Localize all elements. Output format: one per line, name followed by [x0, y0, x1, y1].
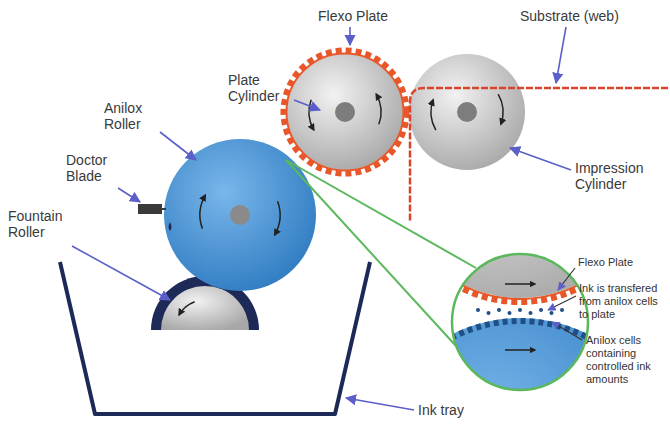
rotation-arrow	[200, 195, 205, 229]
doctor-blade	[138, 204, 162, 214]
leader-arrow	[72, 246, 170, 300]
leader-arrow	[510, 148, 571, 170]
zoom-detail	[373, 321, 667, 424]
plate-cylinder	[287, 54, 404, 171]
rotation-arrow	[431, 100, 436, 130]
zoom-leader	[286, 160, 456, 346]
detail-label: Flexo Plate	[578, 256, 633, 269]
anilox-roller	[164, 139, 316, 291]
zoom-detail	[370, 38, 670, 424]
ink-dot	[560, 308, 564, 312]
zoom-detail	[370, 318, 670, 424]
rotation-arrow	[498, 94, 503, 124]
part-label: Substrate (web)	[520, 8, 619, 24]
leader-arrow	[349, 27, 351, 45]
leader-arrow	[552, 322, 582, 340]
anilox-roller	[164, 139, 316, 291]
plate-cylinder	[335, 102, 355, 122]
ink-dot	[550, 311, 554, 315]
part-label: Flexo Plate	[318, 8, 388, 24]
rotation-arrow	[179, 302, 195, 315]
leader-arrow	[72, 27, 582, 410]
leader-arrow	[118, 188, 140, 202]
doctor-blade	[138, 204, 172, 231]
impression-cylinder	[457, 102, 477, 122]
rotation-arrow	[309, 100, 314, 130]
part-label: Fountain Roller	[8, 208, 78, 240]
zoom-leader	[286, 160, 476, 346]
impression-cylinder	[409, 54, 525, 170]
rotation-arrow	[376, 94, 381, 124]
part-label: Ink tray	[418, 402, 464, 418]
plate-cylinder	[284, 51, 407, 174]
ink-dot	[476, 308, 480, 312]
ink-dot	[529, 311, 533, 315]
zoom-detail	[452, 254, 588, 390]
zoom-detail	[505, 283, 535, 284]
detail-label: Ink is transfered from anilox cells to p…	[579, 282, 665, 321]
doctor-blade	[162, 208, 166, 210]
detail-label: Anilox cells containing controlled ink a…	[586, 334, 666, 386]
part-label: Doctor Blade	[66, 152, 126, 184]
leader-arrow	[556, 27, 566, 83]
leader-arrow	[346, 398, 414, 410]
anilox-roller	[230, 205, 250, 225]
part-label: Anilox Roller	[104, 100, 162, 132]
part-label: Impression Cylinder	[575, 160, 663, 192]
plate-cylinder	[284, 51, 407, 174]
substrate-web	[410, 88, 668, 222]
part-label: Plate Cylinder	[228, 72, 294, 104]
leader-arrow	[160, 132, 196, 160]
impression-cylinder	[409, 54, 525, 170]
zoom-leader	[286, 160, 476, 268]
ink-dot	[497, 308, 501, 312]
fountain-roller	[161, 286, 249, 330]
ink-dot	[508, 311, 512, 315]
plate-cylinder	[287, 54, 403, 170]
rotation-arrow	[179, 94, 503, 315]
substrate-web	[410, 88, 668, 222]
leader-arrow	[548, 296, 576, 310]
leader-arrow	[558, 268, 575, 290]
rotation-arrow	[275, 201, 280, 235]
ink-dot	[487, 311, 491, 315]
ink-dot	[539, 308, 543, 312]
zoom-detail	[370, 38, 670, 424]
ink-dot	[518, 308, 522, 312]
leader-arrow	[294, 100, 320, 110]
zoom-detail	[505, 349, 535, 350]
doctor-blade	[169, 222, 172, 231]
